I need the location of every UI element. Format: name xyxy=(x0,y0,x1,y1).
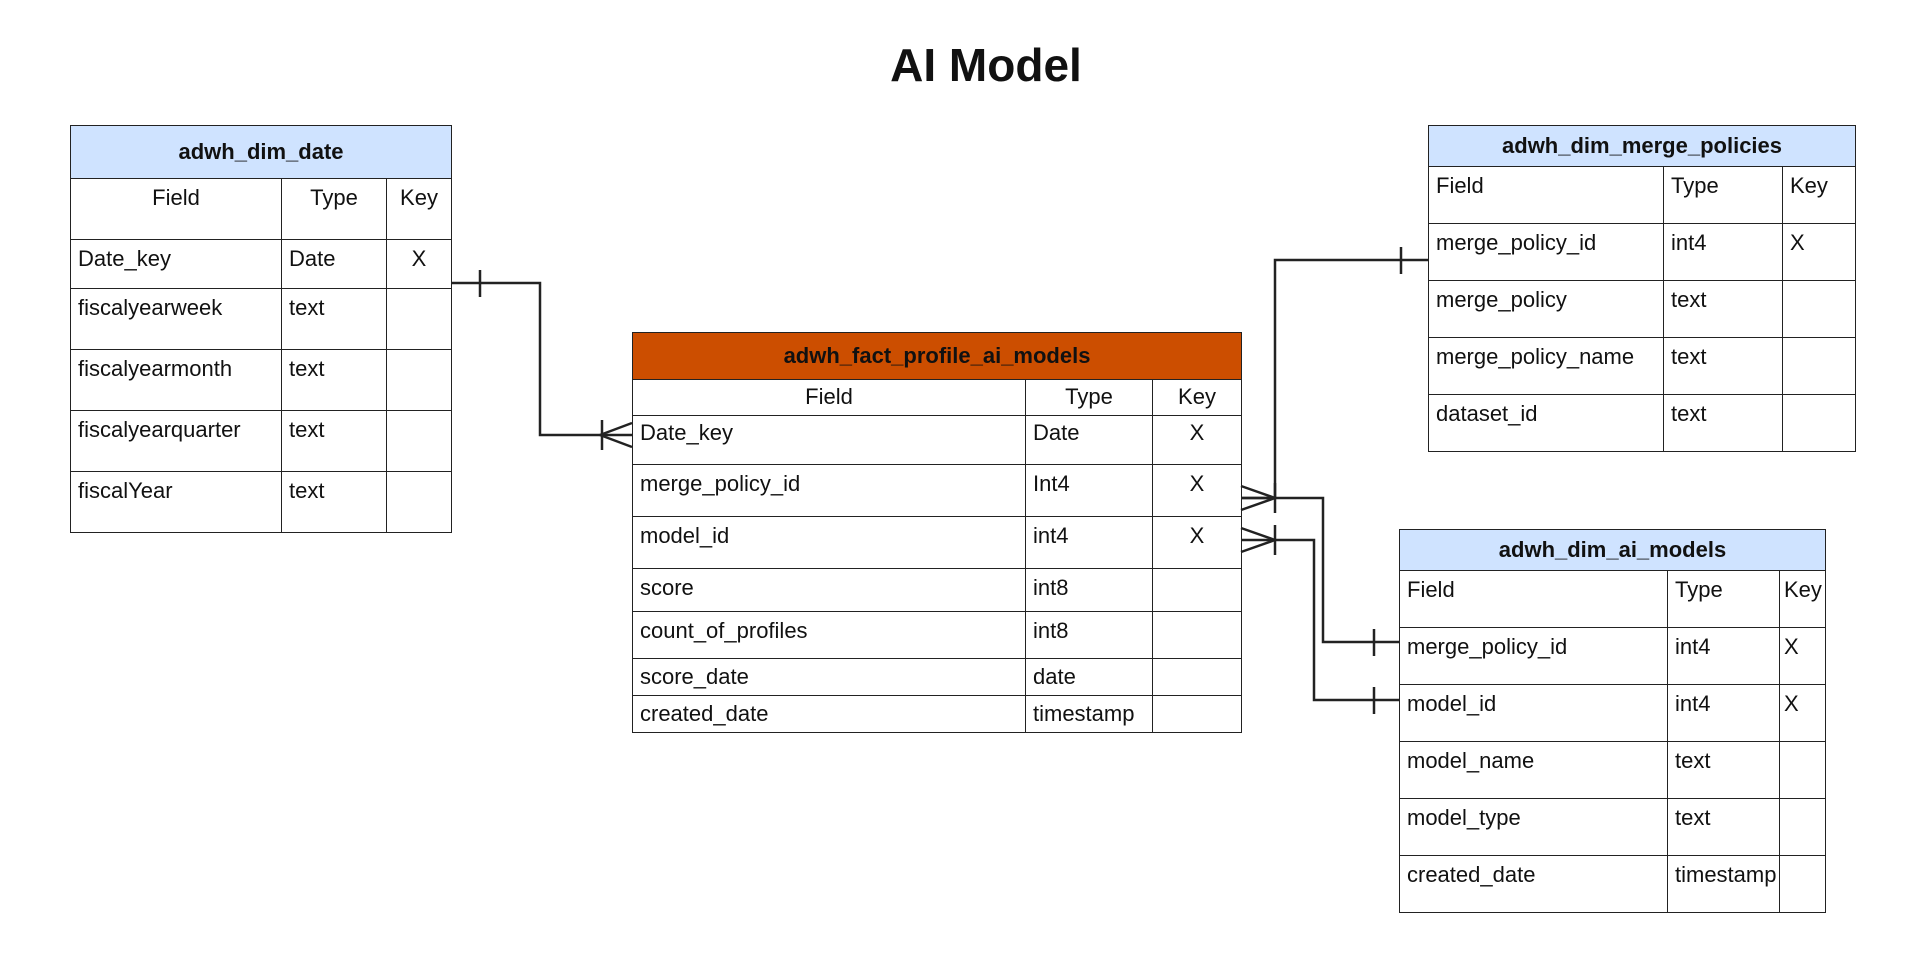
table-dim-ai-models[interactable]: adwh_dim_ai_models Field Type Key merge_… xyxy=(1399,529,1826,913)
table-row: model_id int4 X xyxy=(632,516,1243,569)
table-name: adwh_dim_ai_models xyxy=(1399,529,1826,571)
column-header-key: Key xyxy=(385,178,453,240)
type-cell: text xyxy=(1663,337,1783,395)
table-dim-merge-policies[interactable]: adwh_dim_merge_policies Field Type Key m… xyxy=(1427,125,1857,452)
field-cell: model_type xyxy=(1399,798,1668,856)
key-cell xyxy=(385,410,453,472)
type-cell: text xyxy=(281,471,387,533)
type-cell: int4 xyxy=(1667,684,1780,742)
table-row: model_type text xyxy=(1399,798,1826,856)
field-cell: fiscalyearweek xyxy=(70,288,282,350)
type-cell: int4 xyxy=(1667,627,1780,685)
table-fact-profile-ai-models[interactable]: adwh_fact_profile_ai_models Field Type K… xyxy=(631,332,1243,733)
type-cell: Date xyxy=(281,239,387,289)
field-cell: model_id xyxy=(632,516,1026,569)
field-cell: merge_policy_name xyxy=(1428,337,1664,395)
key-cell xyxy=(1779,855,1826,913)
table-dim-date[interactable]: adwh_dim_date Field Type Key Date_key Da… xyxy=(69,125,453,533)
key-cell: X xyxy=(1151,464,1243,517)
field-cell: count_of_profiles xyxy=(632,611,1026,659)
table-row: merge_policy_name text xyxy=(1428,337,1857,395)
table-row: created_date timestamp xyxy=(632,695,1243,733)
column-header-type: Type xyxy=(1663,166,1783,224)
connector-merge-policies-to-fact xyxy=(1240,247,1428,513)
field-cell: created_date xyxy=(632,695,1026,733)
key-cell xyxy=(1781,280,1857,338)
type-cell: text xyxy=(281,349,387,411)
column-header-field: Field xyxy=(1399,570,1668,628)
key-cell xyxy=(1151,658,1243,696)
column-header-key: Key xyxy=(1781,166,1857,224)
table-name: adwh_fact_profile_ai_models xyxy=(631,332,1243,380)
table-row: fiscalYear text xyxy=(70,471,453,533)
table-row: merge_policy_id Int4 X xyxy=(632,464,1243,517)
field-cell: merge_policy_id xyxy=(1428,223,1664,281)
type-cell: int8 xyxy=(1025,568,1153,612)
type-cell: int4 xyxy=(1663,223,1783,281)
column-header-key: Key xyxy=(1779,570,1826,628)
type-cell: int4 xyxy=(1025,516,1153,569)
table-row: Date_key Date X xyxy=(632,415,1243,465)
field-cell: fiscalyearmonth xyxy=(70,349,282,411)
type-cell: text xyxy=(281,288,387,350)
table-name: adwh_dim_merge_policies xyxy=(1427,125,1857,167)
type-cell: int8 xyxy=(1025,611,1153,659)
key-cell: X xyxy=(1779,684,1826,742)
key-cell xyxy=(385,471,453,533)
table-row: score_date date xyxy=(632,658,1243,696)
type-cell: text xyxy=(1663,394,1783,452)
table-row: count_of_profiles int8 xyxy=(632,611,1243,659)
table-row: dataset_id text xyxy=(1428,394,1857,452)
key-cell: X xyxy=(1781,223,1857,281)
key-cell xyxy=(1781,394,1857,452)
key-cell xyxy=(1151,695,1243,733)
key-cell xyxy=(1151,611,1243,659)
field-cell: model_name xyxy=(1399,741,1668,799)
type-cell: timestamp xyxy=(1667,855,1780,913)
table-row: merge_policy_id int4 X xyxy=(1428,223,1857,281)
table-row: merge_policy text xyxy=(1428,280,1857,338)
field-cell: fiscalyearquarter xyxy=(70,410,282,472)
key-cell xyxy=(1779,798,1826,856)
table-row: created_date timestamp xyxy=(1399,855,1826,913)
column-header-field: Field xyxy=(70,178,282,240)
table-row: model_id int4 X xyxy=(1399,684,1826,742)
column-header-key: Key xyxy=(1151,379,1243,416)
table-name: adwh_dim_date xyxy=(69,125,453,179)
key-cell: X xyxy=(385,239,453,289)
table-row: fiscalyearmonth text xyxy=(70,349,453,411)
field-cell: Date_key xyxy=(632,415,1026,465)
table-row: fiscalyearquarter text xyxy=(70,410,453,472)
table-row: merge_policy_id int4 X xyxy=(1399,627,1826,685)
field-cell: merge_policy xyxy=(1428,280,1664,338)
type-cell: text xyxy=(281,410,387,472)
field-cell: score_date xyxy=(632,658,1026,696)
type-cell: timestamp xyxy=(1025,695,1153,733)
connector-fact-model-id-to-ai-models xyxy=(1240,525,1399,714)
field-cell: created_date xyxy=(1399,855,1668,913)
type-cell: date xyxy=(1025,658,1153,696)
type-cell: Int4 xyxy=(1025,464,1153,517)
field-cell: merge_policy_id xyxy=(1399,627,1668,685)
field-cell: merge_policy_id xyxy=(632,464,1026,517)
type-cell: Date xyxy=(1025,415,1153,465)
table-row: Date_key Date X xyxy=(70,239,453,289)
connector-fact-merge-policy-to-ai-models xyxy=(1241,496,1399,656)
column-header-field: Field xyxy=(632,379,1026,416)
diagram-title: AI Model xyxy=(890,39,1082,91)
column-header-type: Type xyxy=(1025,379,1153,416)
field-cell: score xyxy=(632,568,1026,612)
field-cell: model_id xyxy=(1399,684,1668,742)
field-cell: fiscalYear xyxy=(70,471,282,533)
connector-date-to-fact xyxy=(451,270,633,450)
table-row: model_name text xyxy=(1399,741,1826,799)
